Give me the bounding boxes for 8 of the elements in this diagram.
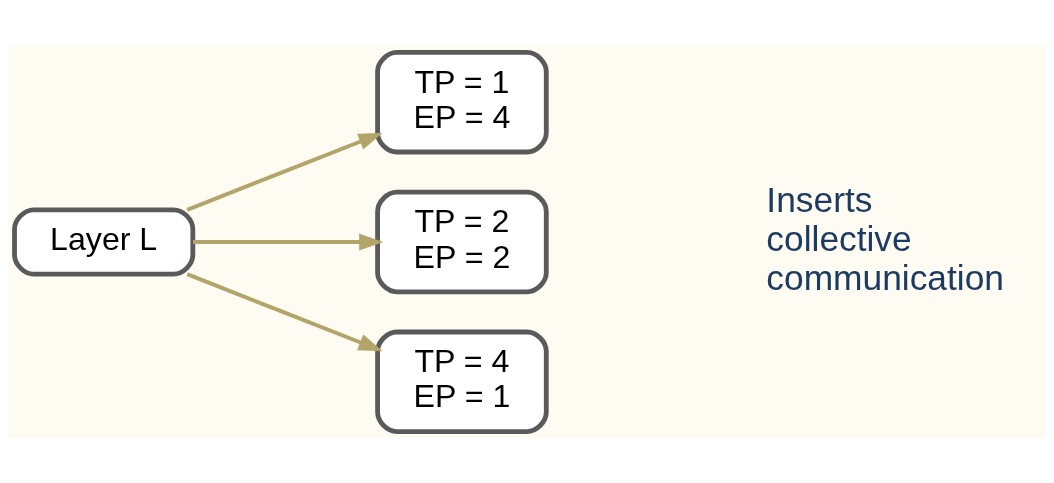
- node-box: Layer L: [12, 206, 196, 277]
- node-box: TP = 4 EP = 1: [375, 329, 549, 434]
- arrow: [186, 271, 383, 351]
- arrow: [186, 132, 383, 212]
- label: Inserts collective communication: [766, 179, 1004, 297]
- node-box: TP = 1 EP = 4: [375, 49, 549, 154]
- arrow: [193, 233, 384, 250]
- node-box: TP = 2 EP = 2: [375, 189, 549, 294]
